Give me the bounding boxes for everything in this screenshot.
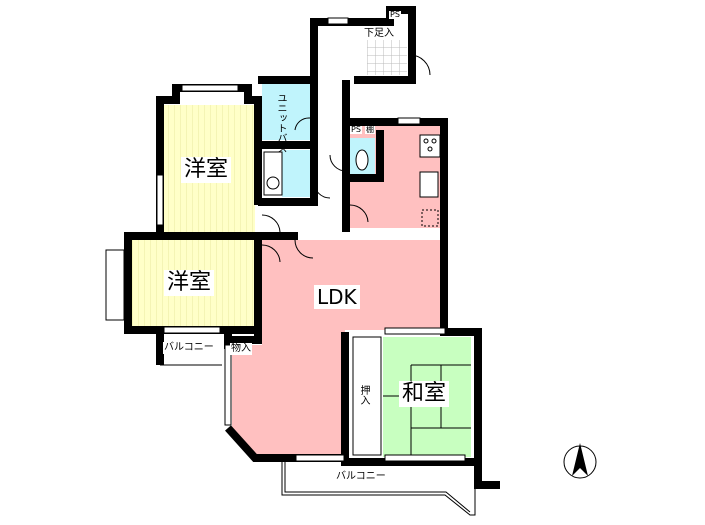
windows bbox=[105, 17, 466, 462]
balcony-large-label: バルコニー bbox=[335, 471, 387, 483]
shelf-label: 棚 bbox=[365, 125, 375, 134]
walls bbox=[124, 6, 500, 489]
western-room-2-label: 洋室 bbox=[164, 270, 215, 296]
ps-toilet-label: PS bbox=[350, 125, 362, 134]
compass-icon bbox=[563, 443, 597, 479]
unit-bath-floor bbox=[262, 84, 310, 140]
balcony-small-label: バルコニー bbox=[163, 342, 215, 354]
washroom-floor bbox=[282, 150, 310, 197]
japanese-room-label: 和室 bbox=[399, 381, 450, 407]
storage-label: 物入 bbox=[230, 343, 252, 355]
fixtures bbox=[263, 134, 441, 456]
balcony-outlines bbox=[160, 364, 476, 516]
entrance-tile bbox=[367, 40, 407, 75]
ldk-label: LDK bbox=[314, 285, 360, 309]
shoe-cabinet-label: 下足入 bbox=[363, 28, 395, 40]
kitchen-passage bbox=[350, 228, 440, 240]
western-room-1-label: 洋室 bbox=[181, 157, 232, 183]
ps-top-label: PS bbox=[389, 10, 401, 19]
closet-label: 押入 bbox=[358, 385, 369, 405]
unit-bath-label: ユニットバス bbox=[275, 93, 286, 153]
door-swings bbox=[261, 54, 431, 263]
